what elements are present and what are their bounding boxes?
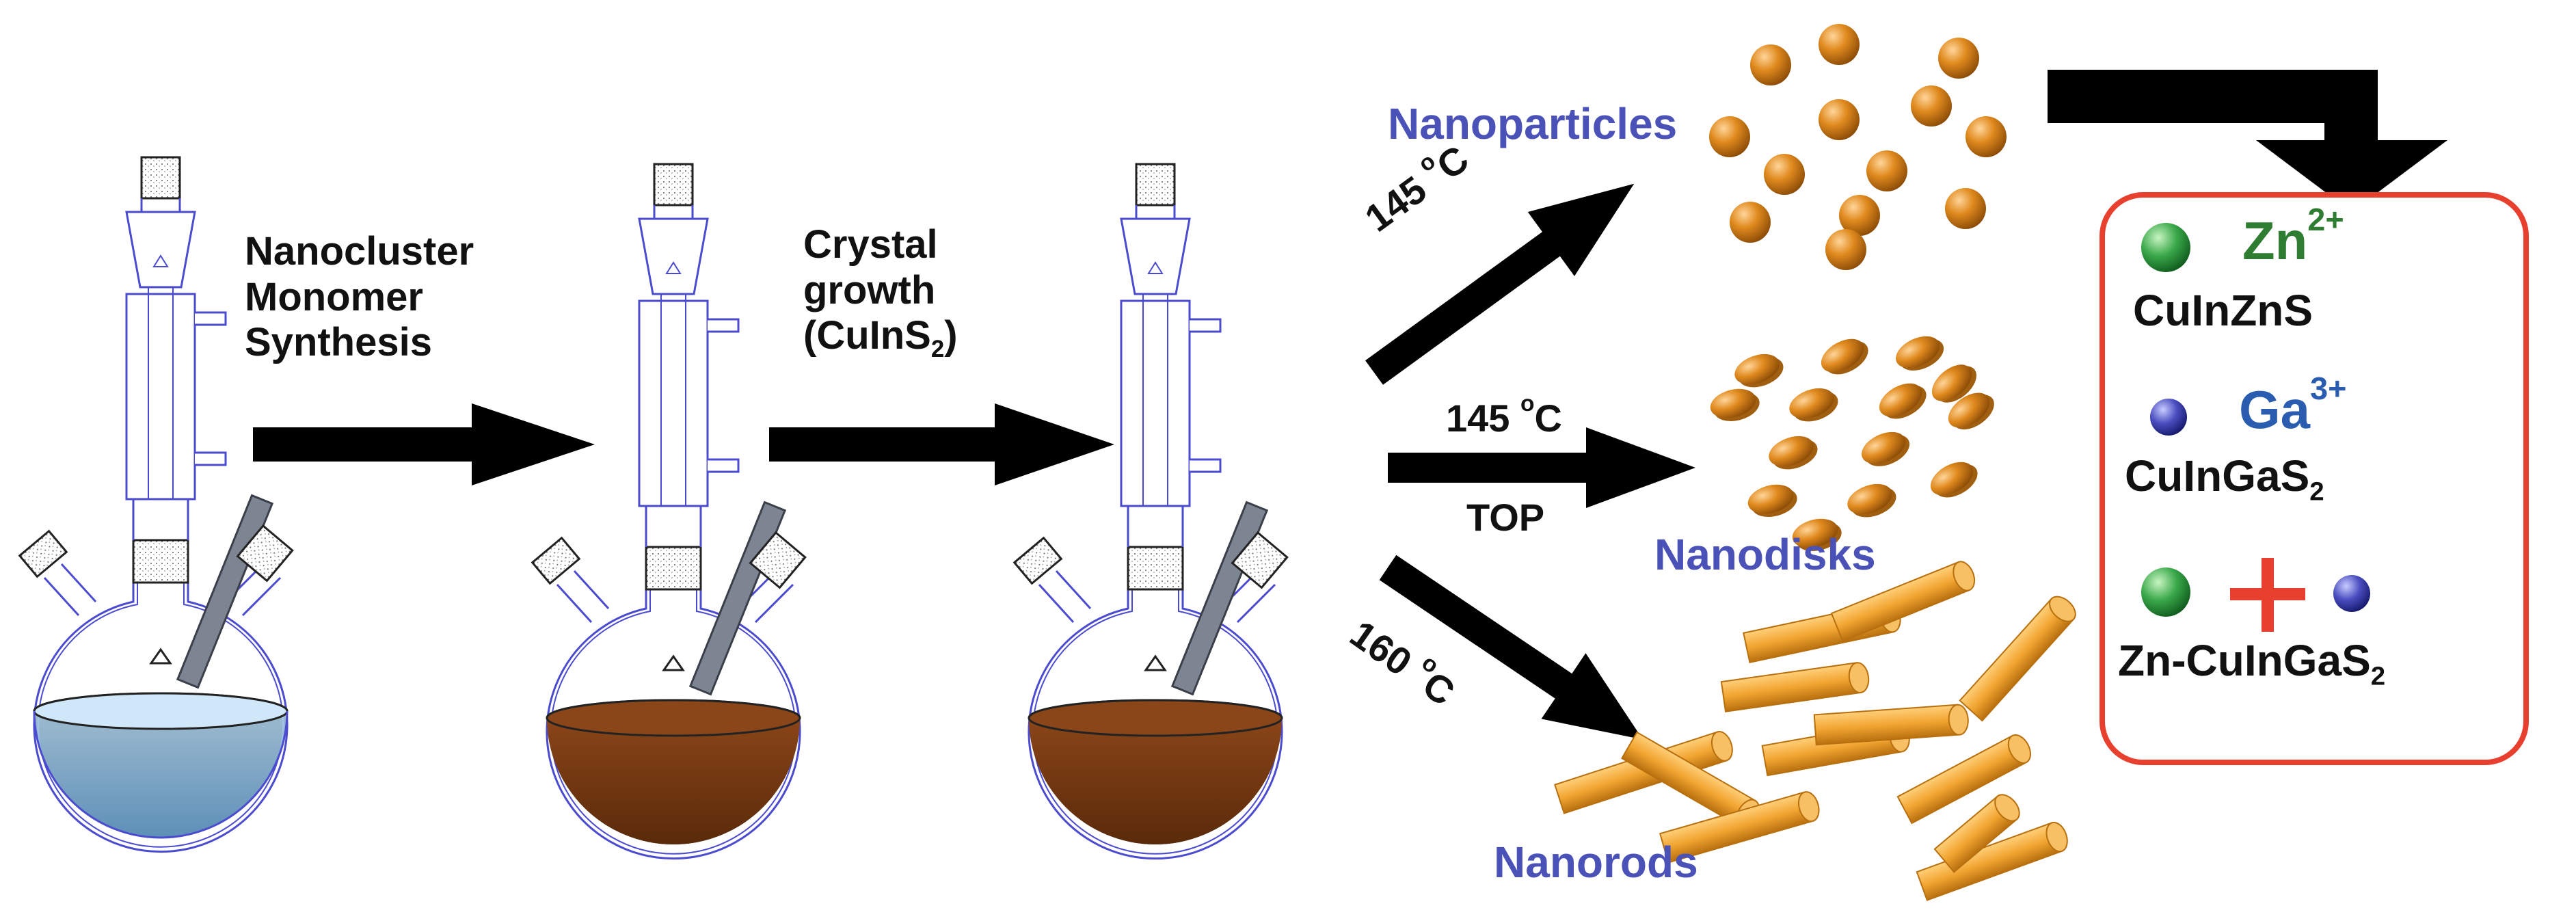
step2-formula: (CuInS2) xyxy=(803,313,958,363)
nanorod-8 xyxy=(1659,791,1820,864)
nanoparticle-5 xyxy=(1911,85,1952,126)
plus-sign xyxy=(2230,558,2305,632)
step1-line1: Nanocluster xyxy=(245,229,474,273)
flask-clear xyxy=(18,156,294,853)
nanoparticle-0 xyxy=(1750,44,1791,85)
nanoparticle-1 xyxy=(1819,24,1860,65)
nanodisk-6 xyxy=(1948,392,1994,430)
step2-line1: Crystal xyxy=(803,222,938,267)
ga-sphere-icon xyxy=(2150,399,2187,436)
step1-line3: Synthesis xyxy=(245,320,432,365)
nanodisk-4 xyxy=(1789,388,1838,422)
flask-brown-1 xyxy=(531,163,807,860)
step1-label: Nanocluster Monomer Synthesis xyxy=(245,229,474,366)
arrow-upper xyxy=(1365,183,1635,385)
nanoparticles-label: Nanoparticles xyxy=(1388,99,1678,148)
nanoparticle-4 xyxy=(1819,99,1860,140)
ga-ion-label: Ga3+ xyxy=(2239,370,2347,440)
nanorod-4 xyxy=(1959,596,2076,722)
zn-cuingas2-label: Zn-CuInGaS2 xyxy=(2118,636,2386,691)
nanoparticle-7 xyxy=(1764,154,1805,195)
flask-brown-2 xyxy=(1013,163,1289,860)
alloy-box xyxy=(2099,192,2529,765)
nanodisks-label: Nanodisks xyxy=(1654,530,1876,579)
middle-reagent: TOP xyxy=(1466,496,1545,539)
nanoparticle-3 xyxy=(1709,116,1750,157)
arrow-lower xyxy=(1379,555,1643,740)
nanorod-2 xyxy=(1720,662,1870,712)
nanodisk-8 xyxy=(1862,431,1910,466)
nanorods-cluster xyxy=(1554,561,2076,901)
step1-line2: Monomer xyxy=(245,274,423,319)
zn-sphere-icon xyxy=(2141,223,2190,272)
middle-temp: 145 oC xyxy=(1446,390,1562,440)
step2-label: Crystal growth (CuInS2) xyxy=(803,222,958,363)
zn-sphere-icon-2 xyxy=(2141,568,2190,617)
arrow-to-box xyxy=(2048,70,2447,212)
nanoparticle-10 xyxy=(1839,195,1880,236)
nanodisk-5 xyxy=(1879,383,1927,419)
nanorod-1 xyxy=(1830,561,1976,643)
step2-line2: growth xyxy=(803,267,936,312)
nanodisk-2 xyxy=(1896,336,1944,371)
arrow-step1 xyxy=(253,403,595,485)
zn-ion-label: Zn2+ xyxy=(2242,201,2344,271)
nanodisk-12 xyxy=(1792,518,1842,551)
nanoparticle-6 xyxy=(1965,116,2007,157)
nanodisk-13 xyxy=(1931,364,1976,403)
nanorod-5 xyxy=(1813,704,1969,746)
nanoparticle-9 xyxy=(1730,202,1771,243)
nanoparticle-8 xyxy=(1866,150,1907,191)
nanoparticles-cluster xyxy=(1709,24,2007,270)
ga-sphere-icon-2 xyxy=(2333,575,2370,612)
nanodisks-cluster xyxy=(1710,336,1994,551)
cuingas2-label: CuInGaS2 xyxy=(2125,451,2324,507)
nanodisk-7 xyxy=(1769,436,1818,470)
arrow-middle xyxy=(1388,427,1695,508)
nanoparticle-11 xyxy=(1945,188,1986,229)
nanodisk-1 xyxy=(1821,338,1868,375)
nanodisk-10 xyxy=(1847,483,1896,518)
nanoparticle-12 xyxy=(1825,229,1866,270)
nanorod-11 xyxy=(1933,794,2020,873)
nanodisk-11 xyxy=(1930,462,1978,498)
cuinzns-label: CuInZnS xyxy=(2133,286,2313,335)
nanorods-label: Nanorods xyxy=(1494,838,1698,887)
nanodisk-9 xyxy=(1747,484,1797,517)
nanodisk-0 xyxy=(1734,353,1784,388)
nanoparticle-2 xyxy=(1938,38,1979,79)
arrow-step2 xyxy=(769,403,1114,485)
nanodisk-3 xyxy=(1710,388,1760,421)
nanorod-9 xyxy=(1896,734,2031,825)
